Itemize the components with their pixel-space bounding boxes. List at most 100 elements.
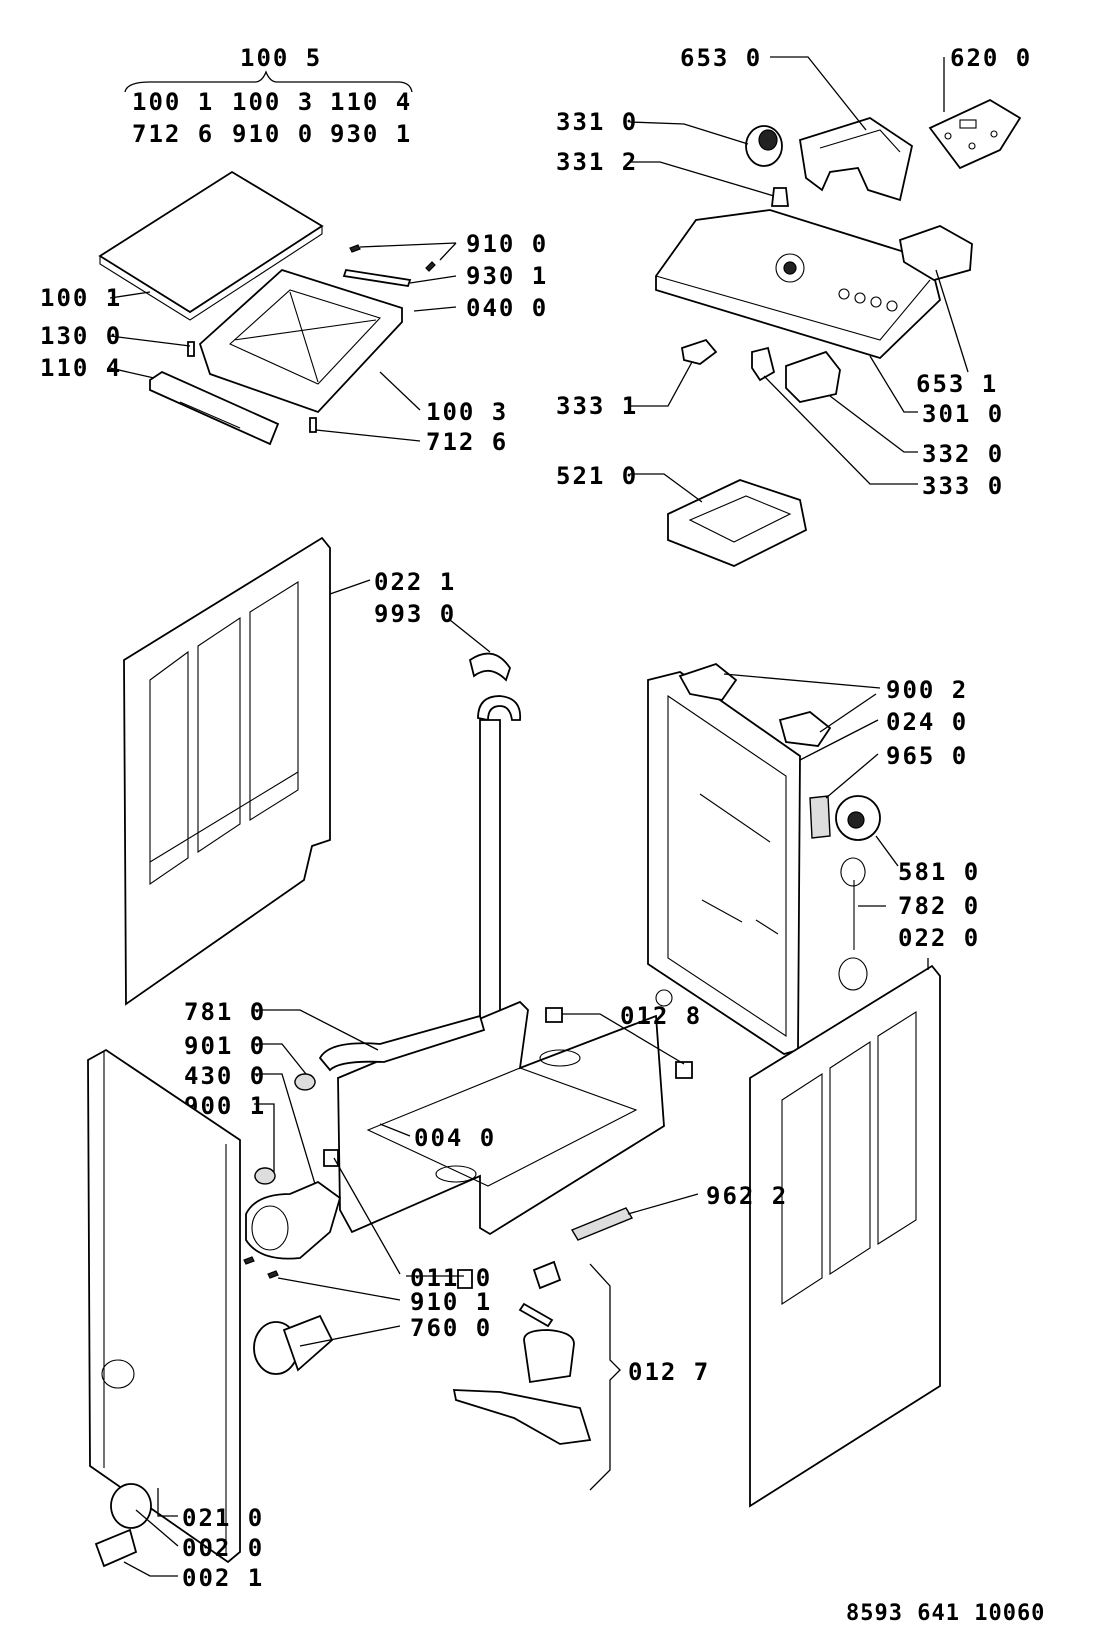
label-012-8: 012 8 <box>620 1002 702 1030</box>
label-332-0: 332 0 <box>922 440 1004 468</box>
leader-430-0 <box>254 1073 319 1195</box>
clip-333-0 <box>751 346 776 382</box>
label-910-1: 910 1 <box>410 1288 492 1316</box>
group-label-930-1: 930 1 <box>330 120 412 148</box>
front-trim-part <box>149 370 280 446</box>
label-004-0: 004 0 <box>414 1124 496 1152</box>
leader-333-1 <box>630 361 693 407</box>
pump-430 <box>245 1167 342 1260</box>
leader-653-0 <box>770 56 867 131</box>
leader-581-0 <box>875 835 899 867</box>
group-label-100-5: 100 5 <box>240 44 322 72</box>
group-label-110-4: 110 4 <box>330 88 412 116</box>
document-number: 8593 641 10060 <box>846 1601 1045 1626</box>
leader-332-0 <box>829 395 918 453</box>
side-panel-right-022-0 <box>749 964 941 1508</box>
control-panel-301 <box>655 209 941 360</box>
base-frame-004 <box>337 1000 665 1236</box>
leader-900-1 <box>254 1103 275 1176</box>
leader-040-0 <box>413 306 457 312</box>
label-110-4: 110 4 <box>40 354 122 382</box>
ring-782-bottom <box>838 957 868 991</box>
leader-022-1 <box>329 579 371 595</box>
label-781-0: 781 0 <box>184 998 266 1026</box>
screw-910-top <box>349 244 361 253</box>
label-993-0: 993 0 <box>374 600 456 628</box>
leader-930-1 <box>409 275 457 284</box>
screw-910-side <box>425 261 436 272</box>
label-760-0: 760 0 <box>410 1314 492 1342</box>
label-965-0: 965 0 <box>886 742 968 770</box>
screw-910-1a <box>243 1256 255 1265</box>
foot-012-8b <box>675 1061 693 1079</box>
lock-cup <box>523 1329 575 1384</box>
top-frame-part <box>198 268 403 414</box>
leader-301-0 <box>869 355 918 413</box>
bracket-653-1 <box>898 225 973 281</box>
label-653-0: 653 0 <box>680 44 762 72</box>
hinge-900-2b <box>778 711 832 747</box>
leader-100-1 <box>109 291 151 299</box>
label-962-2: 962 2 <box>706 1182 788 1210</box>
dispenser-521 <box>667 479 808 567</box>
filter-760 <box>253 1314 334 1375</box>
clip-333-1 <box>680 338 718 365</box>
leader-965-0 <box>825 753 879 799</box>
label-901-0: 901 0 <box>184 1032 266 1060</box>
leader-100-3 <box>379 371 421 411</box>
switch-block-332 <box>785 350 841 403</box>
front-panel-021 <box>87 1048 241 1564</box>
leader-910-1 <box>277 1277 401 1301</box>
ring-782 <box>840 857 866 887</box>
label-022-0: 022 0 <box>898 924 980 952</box>
label-002-1: 002 1 <box>182 1564 264 1592</box>
label-581-0: 581 0 <box>898 858 980 886</box>
lid-clip-130 <box>187 341 195 357</box>
label-012-7: 012 7 <box>628 1358 710 1386</box>
leader-002-1 <box>123 1561 178 1577</box>
label-782-0: 782 0 <box>898 892 980 920</box>
foot-011-0b <box>457 1269 473 1289</box>
leader-962-2 <box>627 1193 699 1215</box>
control-knob-331 <box>745 125 783 167</box>
leader-021-0 <box>157 1488 178 1517</box>
label-712-6: 712 6 <box>426 428 508 456</box>
label-653-1: 653 1 <box>916 370 998 398</box>
leader-900-2 <box>723 673 881 733</box>
leader-901-0 <box>254 1043 307 1075</box>
leader-130-0 <box>109 335 191 347</box>
leader-993-0 <box>449 619 491 653</box>
leader-910-0-top <box>359 242 457 261</box>
clamp-901 <box>294 1073 316 1091</box>
screw-910-1b <box>267 1270 279 1279</box>
group-brace <box>124 70 413 93</box>
leader-011-0 <box>333 1157 464 1277</box>
group-label-712-6: 712 6 <box>132 120 214 148</box>
label-130-0: 130 0 <box>40 322 122 350</box>
top-lid-part <box>98 170 324 321</box>
group-label-100-1: 100 1 <box>132 88 214 116</box>
drain-hose-781 <box>318 1014 486 1072</box>
leader-653-1 <box>935 269 969 373</box>
clip-965 <box>809 795 831 839</box>
label-024-0: 024 0 <box>886 708 968 736</box>
lock-clip-a <box>532 1260 562 1290</box>
side-panel-left-022-1 <box>123 536 331 1006</box>
leader-002-0 <box>135 1509 179 1547</box>
hinge-900-2a <box>678 662 738 701</box>
label-100-3: 100 3 <box>426 398 508 426</box>
leader-331-0 <box>629 121 749 145</box>
label-930-1: 930 1 <box>466 262 548 290</box>
leader-712-6 <box>315 429 421 442</box>
leader-004-0 <box>379 1123 411 1137</box>
foot-012-8a <box>545 1007 563 1023</box>
label-430-0: 430 0 <box>184 1062 266 1090</box>
lock-pin <box>518 1302 554 1328</box>
label-910-0-top: 910 0 <box>466 230 548 258</box>
leader-012-7-brace <box>589 1263 621 1491</box>
leader-760-0 <box>299 1325 401 1347</box>
foot-011-0a <box>323 1149 339 1167</box>
label-331-2: 331 2 <box>556 148 638 176</box>
knob-shaft-331-2 <box>770 187 790 207</box>
label-620-0: 620 0 <box>950 44 1032 72</box>
